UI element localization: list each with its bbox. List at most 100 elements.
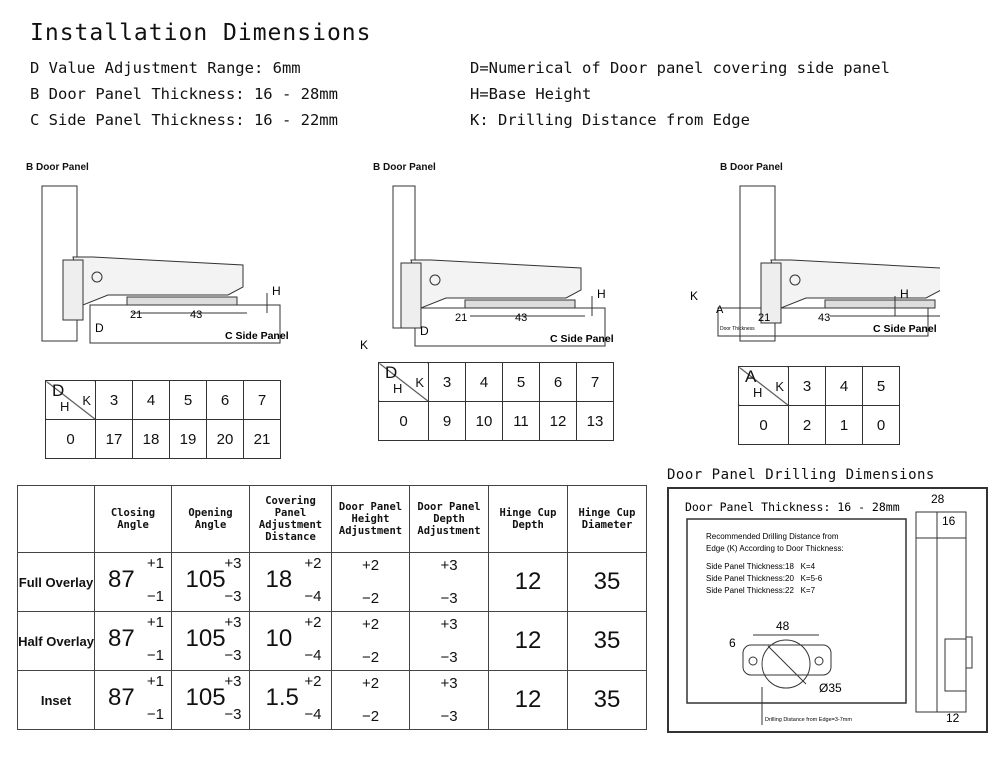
depth-cell: +3−3 [409,552,489,612]
spec-h-def: H=Base Height [470,85,592,103]
covering-value: 18 [265,565,293,593]
a-label: A [716,304,724,316]
k-value: 5 [862,366,900,406]
mounting-plate [464,299,576,309]
d-label: D [95,321,104,335]
height-plus: +2 [361,675,380,692]
door-panel-label: B Door Panel [720,162,783,173]
screw-hole [748,656,758,666]
dim-43: 43 [190,309,202,321]
depth-minus: −3 [440,708,458,725]
cup-section [944,638,967,692]
cup-flange [965,636,973,669]
h-value: 20 [206,419,244,459]
k-label: K [690,289,698,303]
opening-cell: 105+3−3 [171,552,250,612]
side-panel-label: C Side Panel [550,333,614,345]
k-value: 5 [502,362,540,402]
h-value: 2 [788,405,826,445]
height-plus: +2 [361,557,380,574]
spec-side-thickness: C Side Panel Thickness: 16 - 22mm [30,111,338,129]
hinge-drawing: 21 43 H D K C Side Panel [41,185,289,344]
hinge-cup [400,262,422,329]
edge-note: Drilling Distance from Edge=3-7mm [765,717,852,723]
h-value: 21 [243,419,281,459]
opening-plus: +3 [224,672,242,690]
corner-bottom: H [753,385,763,400]
height-minus: −2 [361,590,380,607]
k-value: 7 [576,362,614,402]
covering-minus: −4 [304,587,322,605]
hinge-drawing: 21 43 H A Door Thickness K C Side Panel [690,185,940,342]
hinge-cup [62,259,84,321]
corner-right: K [415,375,424,390]
rule-line: Side Panel Thickness:18 K=4 [706,562,816,571]
side-panel-label: C Side Panel [873,323,937,335]
closing-value: 87 [108,624,135,652]
k-value: 4 [465,362,503,402]
height-minus: −2 [361,708,380,725]
page-title: Installation Dimensions [30,20,372,46]
door-face [686,518,907,704]
closing-minus: −1 [146,646,164,664]
k-value: 3 [428,362,466,402]
diameter-line [767,645,807,685]
h-value: 19 [169,419,207,459]
dim-43: 43 [818,312,830,324]
h-value: 0 [862,405,900,445]
k-value: 4 [132,380,170,420]
header-cell: Closing Angle [94,485,172,553]
hinge-plate-outline [742,644,832,676]
hinge-cup [760,262,782,324]
d-label: D [420,324,429,338]
dim-21: 21 [130,309,142,321]
side-panel-label: C Side Panel [225,330,289,342]
header-cell: Opening Angle [171,485,250,553]
closing-plus: +1 [146,672,164,690]
k-value: 5 [169,380,207,420]
cup-depth: 12 [488,611,568,671]
k-value: 7 [243,380,281,420]
closing-plus: +1 [146,613,164,631]
header-cell: Door Panel Height Adjustment [331,485,410,553]
opening-plus: +3 [224,613,242,631]
height-cell: +2−2 [331,611,410,671]
side-panel [717,307,929,337]
dim-43: 43 [515,312,527,324]
dim-21: 21 [455,312,467,324]
covering-plus: +2 [304,613,322,631]
row-label: Full Overlay [17,552,95,612]
row-label: Half Overlay [17,611,95,671]
height-cell: +2 −2 [331,670,410,730]
mounting-plate [126,296,238,306]
hinge-arm [410,259,582,309]
opening-minus: −3 [224,705,242,723]
covering-minus: −4 [304,705,322,723]
h-value: 1 [825,405,863,445]
k-value: 3 [95,380,133,420]
rule-line: Side Panel Thickness:22 K=7 [706,586,816,595]
cup-diameter: 35 [567,611,647,671]
opening-value: 105 [185,565,226,593]
opening-minus: −3 [224,587,242,605]
depth-minus: −3 [440,649,458,666]
corner-bottom: H [393,381,403,396]
recommend-line: Recommended Drilling Distance from [706,532,839,541]
corner-right: K [775,379,784,394]
h-value: 18 [132,419,170,459]
h-label: H [272,284,281,298]
dim-16: 16 [942,514,956,528]
depth-cell: +3−3 [409,670,489,730]
